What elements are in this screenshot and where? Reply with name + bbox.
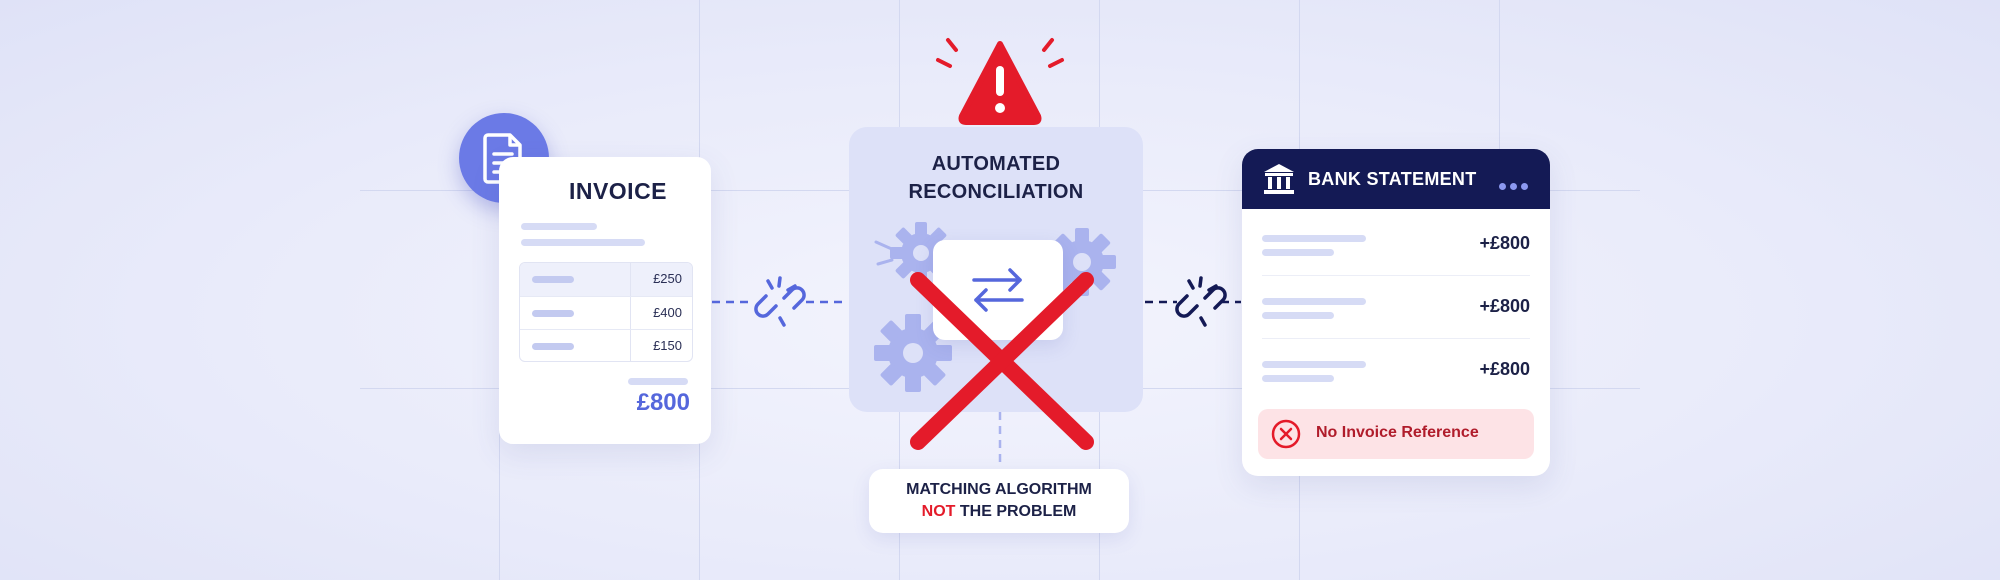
transaction-row: +£800 [1262,341,1530,401]
transaction-row: +£800 [1262,278,1530,339]
transaction-amount: +£800 [1479,296,1530,316]
caption-connector [998,412,1002,468]
invoice-line-row: £400 [520,296,692,331]
placeholder-bar [532,309,574,317]
line-amount: £250 [653,271,682,286]
placeholder-bar [532,276,574,283]
broken-link-icon [1175,276,1227,327]
invoice-line-row: £150 [520,330,692,361]
placeholder-bar [532,343,574,351]
placeholder-bar [521,223,597,230]
panel-title-line: AUTOMATED [931,153,1061,175]
placeholder-bar [521,239,645,246]
grid-line [499,330,500,580]
bank-icon [1264,164,1294,194]
invoice-line-row: £250 [520,263,692,297]
no-reference-alert: No Invoice Reference [1258,409,1534,459]
spark-lines [874,240,896,266]
placeholder-bar [1262,361,1366,368]
invoice-total: £800 [636,389,690,416]
invoice-card [499,157,711,444]
caption-pill: MATCHING ALGORITHM NOT THE PROBLEM [869,469,1129,533]
warning-triangle-icon [936,38,1064,125]
line-amount: £150 [653,338,682,354]
panel-title: AUTOMATED RECONCILIATION [849,150,1143,206]
grid-line [1499,0,1500,160]
bank-header: BANK STATEMENT [1242,149,1550,209]
caption-line: MATCHING ALGORITHM [906,481,1092,498]
transaction-amount: +£800 [1479,233,1530,253]
caption-text: THE PROBLEM [955,503,1077,520]
bank-statement-card: BANK STATEMENT +£800 +£800 +£800 No Invo… [1242,149,1550,476]
cross-icon [910,272,1094,450]
invoice-line-items: £250 £400 £150 [519,262,693,362]
placeholder-bar [1262,312,1334,319]
caption-line: NOT THE PROBLEM [869,501,1129,523]
right-connector [1145,276,1241,327]
bank-title: BANK STATEMENT [1308,169,1477,189]
transaction-row: +£800 [1262,215,1530,276]
placeholder-bar [1262,249,1334,256]
panel-title-line: RECONCILIATION [908,181,1084,203]
left-connector [712,276,848,327]
invoice-title: INVOICE [568,178,668,204]
transaction-amount: +£800 [1479,359,1530,379]
swap-arrows-icon [972,268,1024,312]
more-options-icon[interactable] [1495,177,1528,195]
placeholder-bar [1262,298,1366,305]
placeholder-bar [628,378,688,385]
circle-x-icon [1271,419,1301,449]
caption-emphasis: NOT [921,503,956,520]
placeholder-bar [1262,375,1334,382]
placeholder-bar [1262,235,1366,242]
alert-text: No Invoice Reference [1316,424,1479,441]
line-amount: £400 [653,304,682,320]
broken-link-icon [754,276,806,327]
